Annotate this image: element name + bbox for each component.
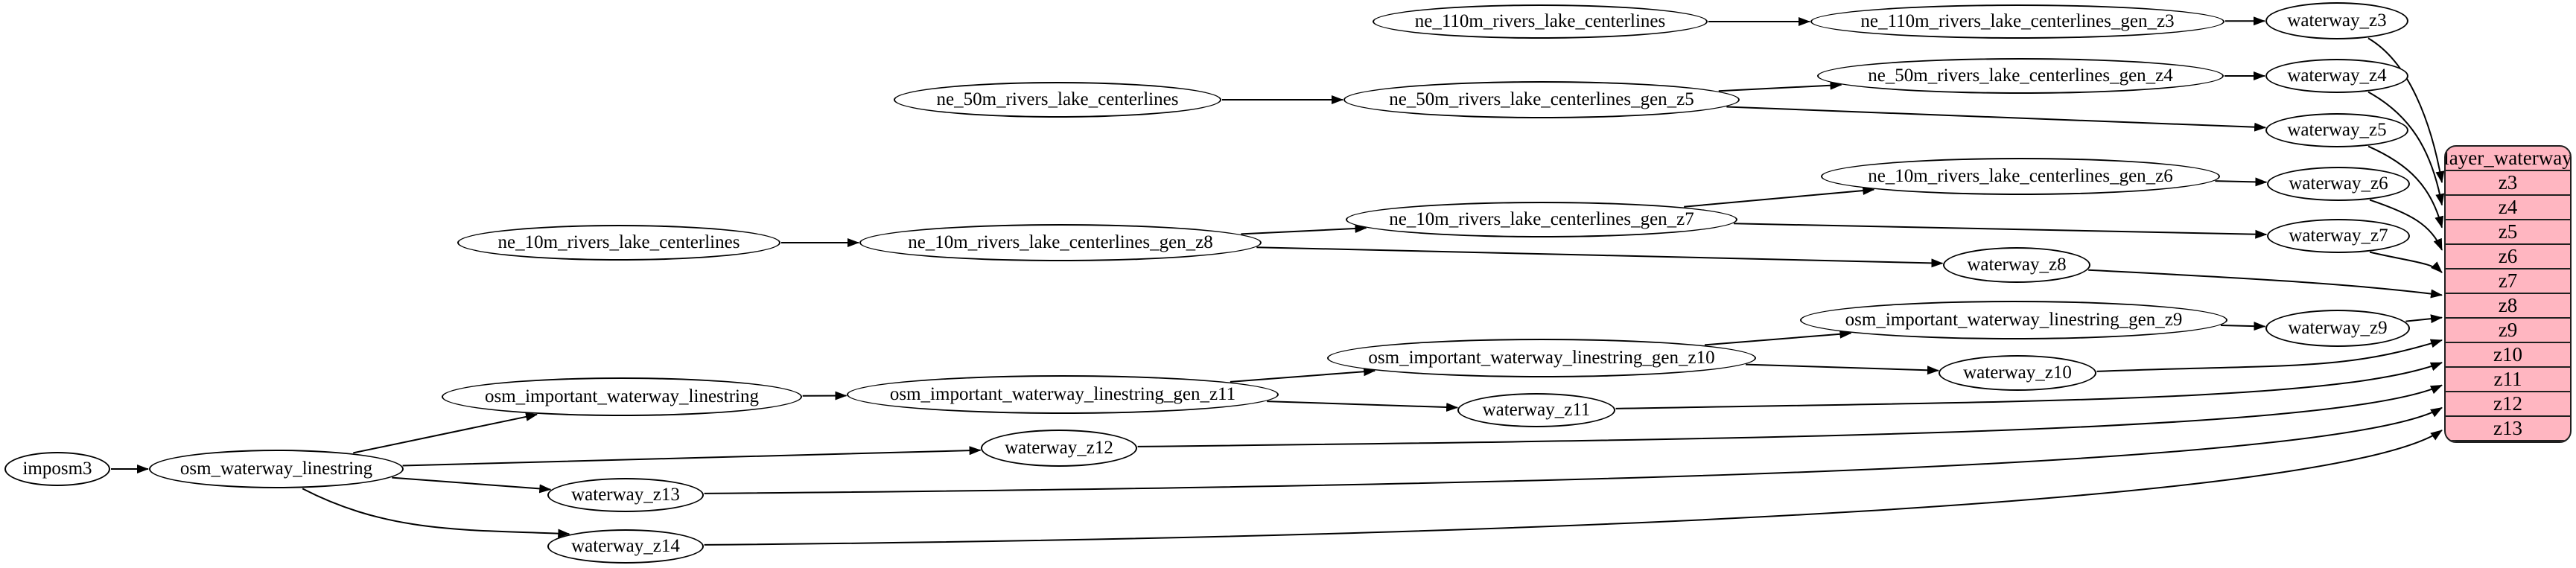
edge-ne-10m-rivers-lake-centerlines-gen-z8-to-ne-10m-rivers-lake-centerlines-gen-z7 (1241, 224, 1367, 235)
node-waterway-z8: waterway_z8 (1943, 247, 2090, 283)
node-waterway-z11: waterway_z11 (1457, 393, 1615, 427)
edge-osm-waterway-linestring-to-waterway-z14 (302, 488, 570, 538)
node-label: osm_waterway_linestring (179, 458, 373, 479)
node-waterway-z6: waterway_z6 (2267, 167, 2410, 201)
node-label: osm_important_waterway_linestring_gen_z1… (1368, 347, 1715, 368)
record-row-z3: z3 (2498, 171, 2518, 194)
node-imposm3: imposm3 (4, 452, 110, 486)
node-label: ne_50m_rivers_lake_centerlines (936, 89, 1179, 109)
edge-waterway-z13-to-layer-waterway-z13 (704, 406, 2443, 494)
record-row-z8: z8 (2446, 293, 2570, 317)
edge-waterway-z10-to-layer-waterway-z10 (2096, 339, 2443, 372)
node-ne-110m-rivers-lake-centerlines-gen-z3: ne_110m_rivers_lake_centerlines_gen_z3 (1810, 4, 2224, 39)
node-ne-10m-rivers-lake-centerlines-gen-z7: ne_10m_rivers_lake_centerlines_gen_z7 (1346, 202, 1737, 237)
node-ne-10m-rivers-lake-centerlines: ne_10m_rivers_lake_centerlines (457, 225, 780, 261)
node-waterway-z3: waterway_z3 (2265, 2, 2408, 39)
node-label: waterway_z14 (571, 535, 680, 556)
record-row-z13: z13 (2446, 415, 2570, 440)
record-row-z11: z11 (2446, 366, 2570, 391)
node-label: ne_10m_rivers_lake_centerlines_gen_z7 (1389, 208, 1694, 229)
node-ne-10m-rivers-lake-centerlines-gen-z8: ne_10m_rivers_lake_centerlines_gen_z8 (859, 224, 1262, 261)
edge-osm-waterway-linestring-to-waterway-z12 (402, 446, 982, 467)
edge-osm-important-waterway-linestring-gen-z9-to-waterway-z9 (2221, 322, 2266, 331)
edge-ne-10m-rivers-lake-centerlines-gen-z6-to-waterway-z6 (2215, 177, 2268, 187)
node-waterway-z4: waterway_z4 (2265, 59, 2408, 93)
node-label: waterway_z3 (2287, 10, 2387, 31)
node-waterway-z12: waterway_z12 (981, 430, 1137, 467)
edge-ne-10m-rivers-lake-centerlines-gen-z7-to-waterway-z7 (1733, 223, 2268, 239)
node-label: waterway_z11 (1482, 399, 1591, 420)
node-label: waterway_z8 (1967, 254, 2067, 275)
node-ne-110m-rivers-lake-centerlines: ne_110m_rivers_lake_centerlines (1373, 4, 1708, 39)
node-label: osm_important_waterway_linestring_gen_z9 (1845, 309, 2183, 330)
node-osm-important-waterway-linestring-gen-z9: osm_important_waterway_linestring_gen_z9 (1800, 301, 2227, 339)
record-row-z14: z14+ (2446, 440, 2570, 441)
edge-waterway-z9-to-layer-waterway-z9 (2405, 314, 2443, 324)
edge-waterway-z8-to-layer-waterway-z8 (2088, 269, 2443, 299)
record-row-z12: z12 (2446, 391, 2570, 415)
edge-waterway-z3-to-layer-waterway-z3 (2367, 37, 2445, 184)
node-label: ne_110m_rivers_lake_centerlines_gen_z3 (1860, 10, 2175, 31)
record-row-z10: z10 (2446, 342, 2570, 366)
edge-ne-10m-rivers-lake-centerlines-gen-z8-to-waterway-z8 (1256, 246, 1944, 268)
node-label: osm_important_waterway_linestring (485, 386, 759, 406)
node-label: waterway_z10 (1963, 362, 2072, 383)
edge-osm-important-waterway-linestring-gen-z10-to-waterway-z10 (1745, 363, 1939, 375)
edge-osm-important-waterway-linestring-gen-z11-to-waterway-z11 (1267, 401, 1459, 412)
node-label: waterway_z6 (2289, 173, 2388, 194)
node-label: ne_110m_rivers_lake_centerlines (1414, 10, 1666, 31)
edge-waterway-z7-to-layer-waterway-z7 (2369, 251, 2443, 273)
edge-osm-waterway-linestring-to-waterway-z13 (392, 476, 552, 494)
edge-osm-important-waterway-linestring-gen-z10-to-osm-important-waterway-linestring-gen-z9 (1704, 329, 1852, 346)
record-row-z4: z4 (2446, 194, 2570, 219)
node-label: waterway_z5 (2287, 119, 2387, 140)
layer-waterway-title: layer_waterway (2446, 147, 2570, 171)
node-waterway-z14: waterway_z14 (547, 529, 704, 564)
edge-ne-50m-rivers-lake-centerlines-gen-z5-to-ne-50m-rivers-lake-centerlines-gen-z4 (1718, 80, 1842, 92)
edge-waterway-z14-to-layer-waterway-z14- (704, 430, 2443, 546)
node-label: osm_important_waterway_linestring_gen_z1… (889, 383, 1236, 404)
node-label: ne_10m_rivers_lake_centerlines_gen_z8 (908, 232, 1213, 252)
node-waterway-z13: waterway_z13 (547, 478, 704, 512)
node-ne-50m-rivers-lake-centerlines-gen-z5: ne_50m_rivers_lake_centerlines_gen_z5 (1343, 81, 1740, 118)
node-label: waterway_z9 (2288, 317, 2388, 338)
node-waterway-z10: waterway_z10 (1939, 355, 2096, 391)
node-label: waterway_z12 (1005, 437, 1113, 458)
node-ne-50m-rivers-lake-centerlines-gen-z4: ne_50m_rivers_lake_centerlines_gen_z4 (1817, 58, 2224, 94)
node-waterway-z5: waterway_z5 (2265, 113, 2408, 147)
node-label: waterway_z4 (2287, 65, 2387, 86)
node-label: ne_10m_rivers_lake_centerlines (497, 232, 740, 252)
edge-osm-important-waterway-linestring-gen-z11-to-osm-important-waterway-linestring-gen-z10 (1230, 367, 1376, 383)
node-osm-important-waterway-linestring-gen-z11: osm_important_waterway_linestring_gen_z1… (847, 375, 1279, 414)
record-row-z6: z6 (2446, 243, 2570, 268)
record-row-z9: z9 (2446, 317, 2570, 342)
node-osm-important-waterway-linestring: osm_important_waterway_linestring (442, 377, 802, 416)
node-label: ne_50m_rivers_lake_centerlines_gen_z5 (1389, 89, 1694, 109)
node-ne-50m-rivers-lake-centerlines: ne_50m_rivers_lake_centerlines (894, 82, 1221, 118)
node-label: ne_10m_rivers_lake_centerlines_gen_z6 (1868, 165, 2173, 186)
node-osm-important-waterway-linestring-gen-z10: osm_important_waterway_linestring_gen_z1… (1327, 339, 1756, 377)
node-osm-waterway-linestring: osm_waterway_linestring (149, 450, 404, 488)
edge-waterway-z6-to-layer-waterway-z6 (2369, 199, 2443, 251)
node-label: imposm3 (22, 458, 92, 479)
node-label: waterway_z13 (571, 484, 680, 505)
edge-ne-10m-rivers-lake-centerlines-gen-z7-to-ne-10m-rivers-lake-centerlines-gen-z6 (1684, 186, 1875, 208)
layer-waterway-rows: z3z4z5z6z7z8z9z10z11z12z13z14+ (2446, 171, 2570, 441)
record-row-z7: z7 (2446, 268, 2570, 293)
edge-osm-waterway-linestring-to-osm-important-waterway-linestring (353, 412, 538, 454)
edge-waterway-z5-to-layer-waterway-z5 (2367, 145, 2444, 229)
node-label: waterway_z7 (2289, 225, 2388, 246)
record-row-z5: z5 (2446, 219, 2570, 243)
edge-waterway-z12-to-layer-waterway-z12 (1137, 384, 2443, 447)
edge-waterway-z11-to-layer-waterway-z11 (1615, 362, 2443, 409)
edge-waterway-z4-to-layer-waterway-z4 (2367, 91, 2445, 206)
edge-ne-50m-rivers-lake-centerlines-gen-z5-to-waterway-z5 (1726, 106, 2267, 132)
node-ne-10m-rivers-lake-centerlines-gen-z6: ne_10m_rivers_lake_centerlines_gen_z6 (1821, 158, 2220, 195)
node-waterway-z9: waterway_z9 (2265, 310, 2410, 347)
node-waterway-z7: waterway_z7 (2267, 219, 2410, 253)
node-label: ne_50m_rivers_lake_centerlines_gen_z4 (1868, 65, 2173, 86)
